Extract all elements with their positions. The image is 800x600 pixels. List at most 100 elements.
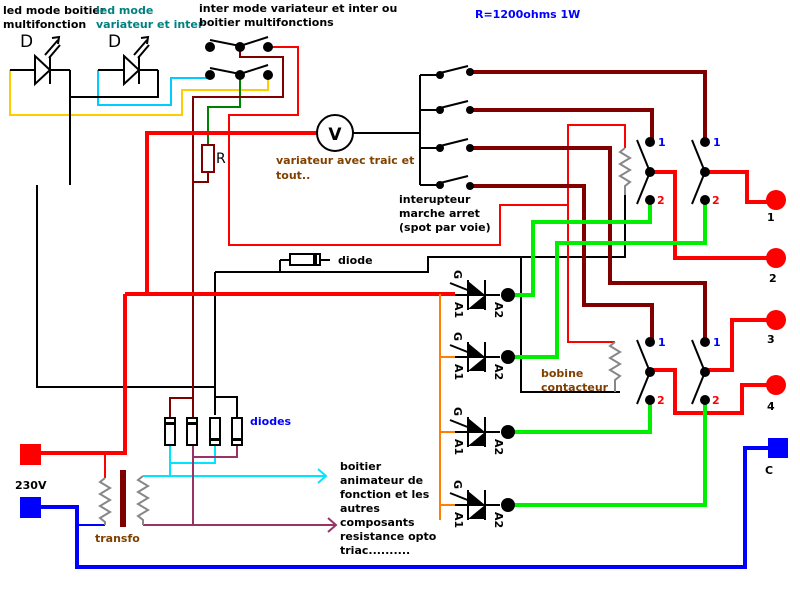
mains-neutral-terminal bbox=[20, 497, 41, 518]
label-diodes: diodes bbox=[250, 415, 292, 428]
wire-purple-out bbox=[143, 445, 338, 533]
relay-label-2: 2 bbox=[657, 394, 665, 407]
triac-a1-label: A1 bbox=[452, 364, 465, 380]
triac-1: G A1 A2 bbox=[449, 270, 515, 318]
mains-phase-terminal bbox=[20, 444, 41, 465]
relay-contact-4: 12 bbox=[691, 336, 721, 407]
relay-contact-3: 12 bbox=[636, 336, 666, 407]
triac-a2-label: A2 bbox=[492, 512, 505, 528]
label-diode: diode bbox=[338, 254, 373, 267]
label-led-multi-1: led mode boitier bbox=[3, 4, 106, 17]
label-common: C bbox=[765, 464, 773, 477]
triac-4: G A1 A2 bbox=[449, 480, 515, 528]
label-bobine-1: bobine bbox=[541, 367, 583, 380]
wire-gate-orange bbox=[439, 294, 455, 520]
label-boitier-7: triac.......... bbox=[340, 544, 410, 557]
label-boitier-1: boitier bbox=[340, 460, 382, 473]
label-resistor-note: R=1200ohms 1W bbox=[475, 8, 580, 21]
label-boitier-5: composants bbox=[340, 516, 415, 529]
label-variateur-1: variateur avec traic et bbox=[276, 154, 414, 167]
label-V: V bbox=[328, 125, 342, 145]
relay-label-1: 1 bbox=[658, 336, 666, 349]
wire-led-cyan bbox=[97, 70, 208, 106]
labels: led mode boitier multifonction led mode … bbox=[3, 2, 777, 557]
on-off-switches[interactable] bbox=[436, 65, 474, 190]
relay-coil-bottom bbox=[608, 341, 622, 392]
label-transfo: transfo bbox=[95, 532, 140, 545]
resistor bbox=[201, 144, 215, 173]
wire-neutral-blue bbox=[40, 446, 770, 569]
common-terminal bbox=[768, 438, 788, 458]
label-output-4: 4 bbox=[767, 400, 775, 413]
triac-a2-label: A2 bbox=[492, 364, 505, 380]
lamp-2 bbox=[766, 248, 786, 268]
triac-gate-label: G bbox=[451, 407, 464, 416]
label-inter-1: inter mode variateur et inter ou bbox=[199, 2, 397, 15]
lamp-4 bbox=[766, 375, 786, 395]
label-boitier-6: resistance opto bbox=[340, 530, 437, 543]
lamp-1 bbox=[766, 190, 786, 210]
triac-3: G A1 A2 bbox=[449, 407, 515, 455]
triac-a2-label: A2 bbox=[492, 302, 505, 318]
label-boitier-3: fonction et les bbox=[340, 488, 430, 501]
label-230V: 230V bbox=[15, 479, 47, 492]
voltmeter-icon bbox=[316, 114, 354, 152]
label-inter-ma-1: interupteur bbox=[399, 193, 471, 206]
wire-red-thin bbox=[228, 46, 626, 343]
label-boitier-2: animateur de bbox=[340, 474, 423, 487]
label-led-multi-2: multifonction bbox=[3, 18, 86, 31]
diode-symbol bbox=[289, 253, 321, 266]
triac-a1-label: A1 bbox=[452, 512, 465, 528]
lamp-3 bbox=[766, 310, 786, 330]
wire-relay-brown bbox=[470, 70, 707, 342]
label-output-1: 1 bbox=[767, 211, 775, 224]
wire-outputs-red bbox=[650, 170, 770, 415]
label-led-D-2: D bbox=[108, 32, 121, 52]
label-bobine-2: contacteur bbox=[541, 381, 609, 394]
triac-gate-label: G bbox=[451, 270, 464, 279]
triac-gate-label: G bbox=[451, 332, 464, 341]
wire-switch-bank bbox=[353, 74, 440, 186]
label-inter-ma-3: (spot par voie) bbox=[399, 221, 491, 234]
label-R: R bbox=[216, 151, 226, 167]
triac-2: G A1 A2 bbox=[449, 332, 515, 380]
relay-contact-2: 12 bbox=[691, 136, 721, 207]
wire-led-black bbox=[36, 70, 626, 418]
label-variateur-2: tout.. bbox=[276, 169, 310, 182]
label-inter-ma-2: marche arret bbox=[399, 207, 480, 220]
diode-bridge bbox=[164, 417, 243, 446]
label-led-D-1: D bbox=[20, 32, 33, 52]
label-output-2: 2 bbox=[769, 272, 777, 285]
triac-a2-label: A2 bbox=[492, 439, 505, 455]
relay-label-1: 1 bbox=[658, 136, 666, 149]
wire-green-R bbox=[207, 75, 241, 145]
relay-label-1: 1 bbox=[713, 136, 721, 149]
label-boitier-4: autres bbox=[340, 502, 380, 515]
led-variateur bbox=[98, 35, 158, 87]
relay-contact-1: 12 bbox=[636, 136, 666, 207]
wire-triac-green bbox=[508, 200, 707, 507]
label-led-var-2: variateur et inter bbox=[96, 18, 204, 31]
triac-a1-label: A1 bbox=[452, 302, 465, 318]
wire-control-brown bbox=[169, 47, 284, 418]
label-output-3: 3 bbox=[767, 333, 775, 346]
led-multifonction bbox=[10, 35, 70, 87]
wire-phase-thick bbox=[40, 131, 455, 455]
label-led-var-1: led mode bbox=[96, 4, 153, 17]
triac-gate-label: G bbox=[451, 480, 464, 489]
triac-a1-label: A1 bbox=[452, 439, 465, 455]
transformer bbox=[98, 470, 150, 527]
wires bbox=[9, 46, 770, 569]
relay-label-2: 2 bbox=[712, 194, 720, 207]
relay-label-1: 1 bbox=[713, 336, 721, 349]
relay-coil-top bbox=[618, 147, 632, 195]
mode-switch[interactable] bbox=[205, 36, 273, 80]
wire-led-yellow bbox=[9, 70, 269, 116]
relay-label-2: 2 bbox=[712, 394, 720, 407]
wire-cyan-out bbox=[143, 445, 328, 484]
label-inter-2: boitier multifonctions bbox=[199, 16, 334, 29]
